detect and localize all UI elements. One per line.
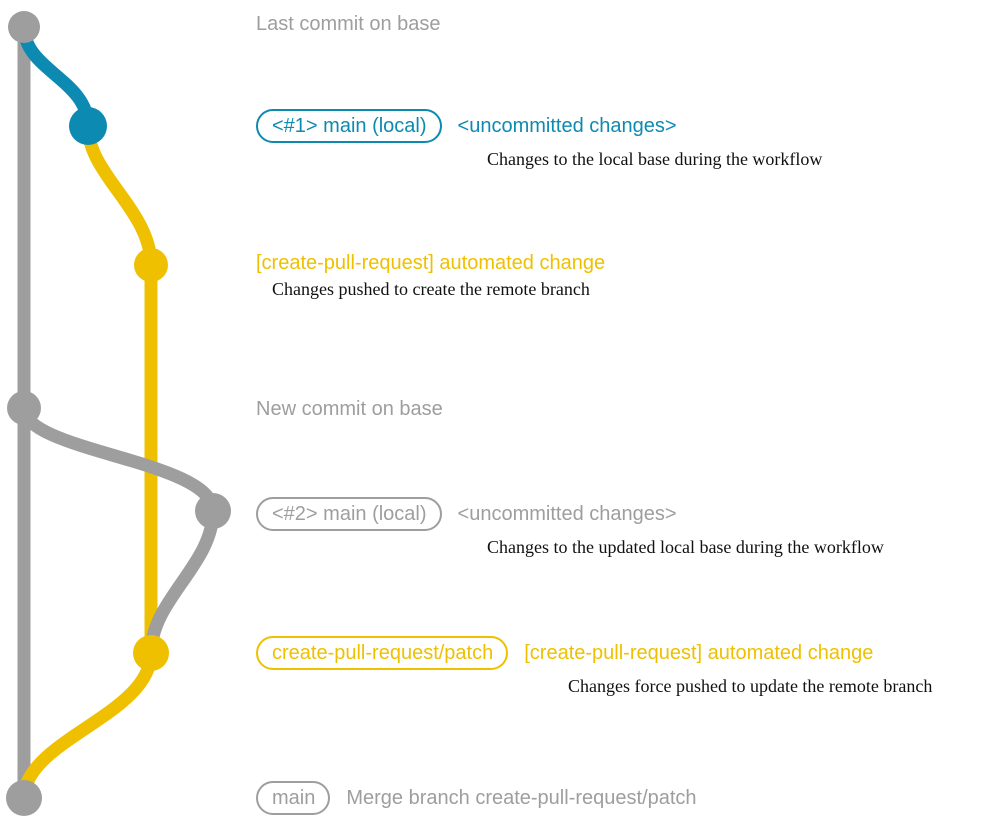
branch-pill-main[interactable]: main <box>256 781 339 815</box>
edge-gray-branch2 <box>17 401 220 518</box>
node-local-main-1[interactable] <box>69 107 107 145</box>
row-local-main-2: <#2> main (local) <uncommitted changes> … <box>256 497 884 558</box>
headline-last-commit-on-base: Last commit on base <box>256 13 441 35</box>
headline-uncommitted-changes-1: <uncommitted changes> <box>457 115 677 137</box>
edge-yellow-merge <box>17 646 158 805</box>
node-local-main-2[interactable] <box>195 493 231 529</box>
headline-uncommitted-changes-2: <uncommitted changes> <box>457 503 677 525</box>
commit-nodes <box>6 11 231 816</box>
node-remote-commit-2[interactable] <box>133 635 169 671</box>
branch-pill-local-main-2[interactable]: <#2> main (local) <box>256 497 450 531</box>
row-automated-change-2: create-pull-request/patch [create-pull-r… <box>256 636 932 697</box>
headline-merge-commit: Merge branch create-pull-request/patch <box>346 787 697 809</box>
branch-pill-local-main-1[interactable]: <#1> main (local) <box>256 109 450 143</box>
node-merge-commit[interactable] <box>6 780 42 816</box>
row-last-commit-on-base: Last commit on base <box>256 14 441 35</box>
row-local-main-1: <#1> main (local) <uncommitted changes> … <box>256 109 822 170</box>
row-new-commit-on-base: New commit on base <box>256 399 443 420</box>
row-merge-commit-head: main Merge branch create-pull-request/pa… <box>256 781 697 815</box>
row-local-main-1-head: <#1> main (local) <uncommitted changes> <box>256 109 677 143</box>
headline-automated-change-2: [create-pull-request] automated change <box>524 642 874 664</box>
subtext-automated-change-2: Changes force pushed to update the remot… <box>568 676 933 696</box>
headline-new-commit-on-base: New commit on base <box>256 398 443 420</box>
row-automated-change-2-head: create-pull-request/patch [create-pull-r… <box>256 636 873 670</box>
subtext-local-main-1: Changes to the local base during the wor… <box>487 149 823 169</box>
branch-pill-create-pull-request-patch[interactable]: create-pull-request/patch <box>256 636 517 670</box>
headline-automated-change-1: [create-pull-request] automated change <box>256 252 606 274</box>
node-last-commit-on-base[interactable] <box>8 11 40 43</box>
row-merge-commit: main Merge branch create-pull-request/pa… <box>256 781 697 815</box>
row-local-main-2-head: <#2> main (local) <uncommitted changes> <box>256 497 677 531</box>
node-remote-commit-1[interactable] <box>134 248 168 282</box>
node-new-commit-on-base[interactable] <box>7 391 41 425</box>
edge-gray-to-yellow <box>144 504 220 660</box>
subtext-local-main-2: Changes to the updated local base during… <box>487 537 884 557</box>
subtext-automated-change-1: Changes pushed to create the remote bran… <box>272 279 590 299</box>
row-automated-change-1: [create-pull-request] automated change C… <box>256 253 605 300</box>
